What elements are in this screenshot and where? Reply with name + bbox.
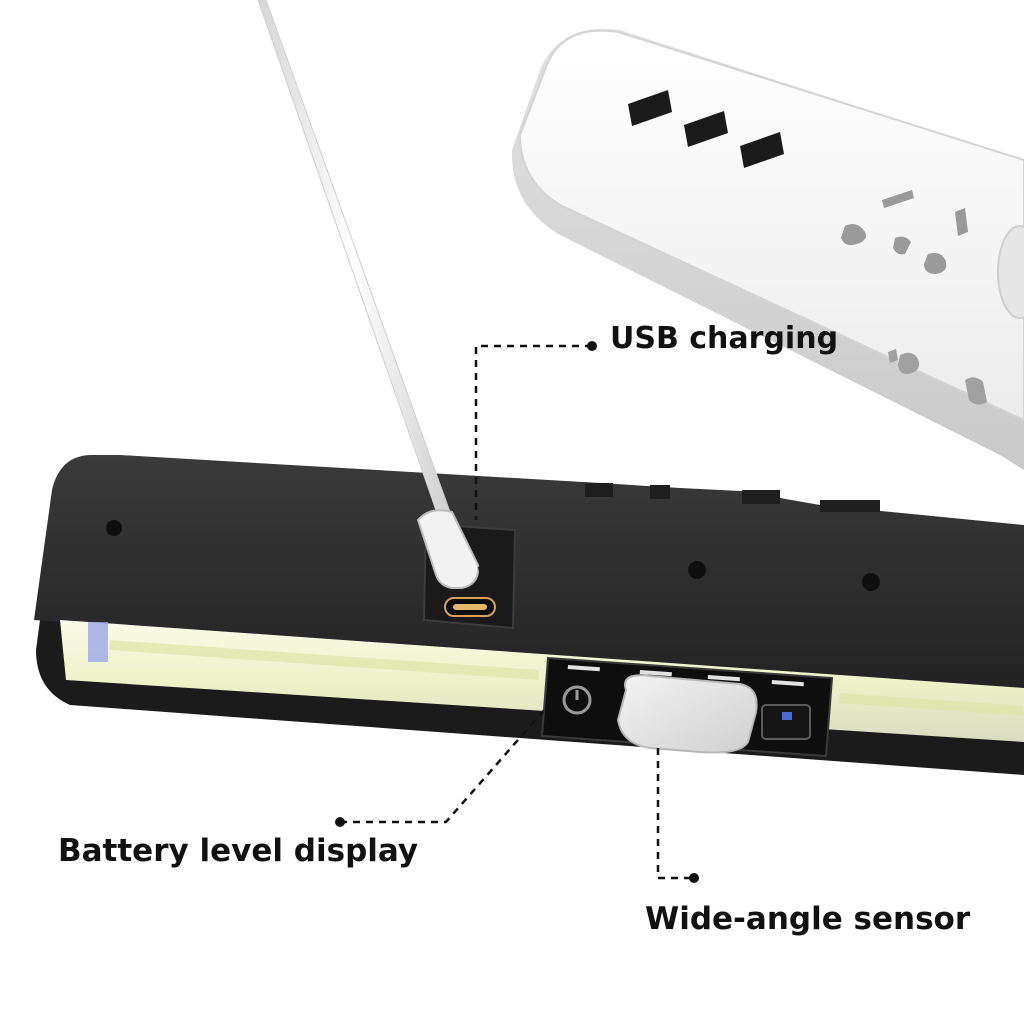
power-strip xyxy=(511,28,1024,470)
light-bar-housing xyxy=(34,455,1024,690)
wide-angle-sensor-label: Wide-angle sensor xyxy=(645,901,971,937)
power-strip-socket-1 xyxy=(841,190,968,274)
battery-level-leader xyxy=(340,707,547,824)
battery-level-indicators xyxy=(567,664,804,687)
led-blue-end xyxy=(88,622,108,662)
power-strip-socket-2 xyxy=(888,349,987,405)
usb-charging-label: USB charging xyxy=(610,321,839,356)
battery-level-display-label: Battery level display xyxy=(58,833,419,869)
led-dots xyxy=(109,640,1024,716)
usb-charging-dot xyxy=(587,341,597,351)
power-button-icon xyxy=(562,685,592,715)
usb-cable-plug xyxy=(416,509,480,589)
wide-angle-sensor-icon xyxy=(616,674,758,754)
power-strip-body xyxy=(518,29,1024,422)
light-bar-screw-holes xyxy=(106,520,880,591)
battery-level-dot xyxy=(335,817,345,827)
leader-dots xyxy=(335,341,699,883)
mode-switch-icon xyxy=(761,704,811,740)
usb-cable-wire xyxy=(257,0,451,517)
wide-angle-sensor-leader xyxy=(656,748,694,880)
light-bar-mounting-clips xyxy=(585,483,880,512)
usb-slot-3 xyxy=(740,132,784,168)
power-strip-switch xyxy=(997,225,1024,319)
leader-lines xyxy=(340,344,694,880)
power-strip-usb-slots xyxy=(628,90,784,168)
usb-cable xyxy=(257,0,509,589)
usb-slot-1 xyxy=(628,90,672,126)
usb-plug-tip xyxy=(477,561,509,589)
wide-angle-sensor-dot xyxy=(689,873,699,883)
led-light-bar xyxy=(34,455,1024,775)
usb-slot-2 xyxy=(684,111,728,147)
